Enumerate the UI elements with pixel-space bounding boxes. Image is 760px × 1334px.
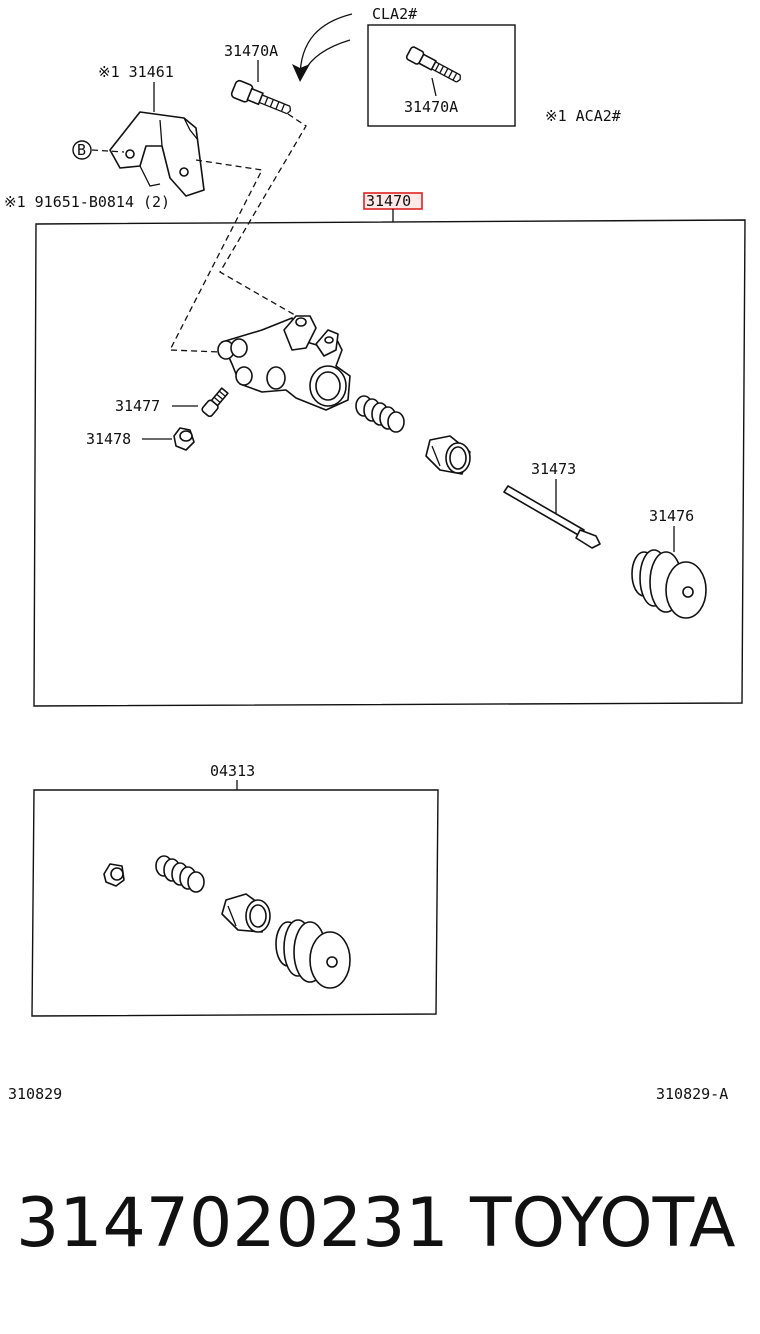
- label-31478: 31478: [86, 430, 131, 448]
- label-bracket-31461: ※1 31461: [98, 63, 174, 81]
- label-aca2: ※1 ACA2#: [545, 107, 621, 125]
- bracket-guide-dash: [168, 159, 263, 353]
- bleeder-cap-icon: [173, 427, 195, 451]
- inset-box: [367, 24, 516, 127]
- cylinder-body-icon: [217, 315, 351, 411]
- kit-boot-icon: [275, 919, 351, 989]
- marker-b-circle: [72, 140, 92, 160]
- kit-box: [31, 789, 439, 1017]
- footer-code-right: 310829-A: [656, 1085, 728, 1103]
- kit-cap-icon: [103, 863, 125, 887]
- marker-b: B: [77, 141, 86, 159]
- assembly-box: [33, 219, 746, 707]
- curved-arrow-body: [303, 39, 351, 73]
- label-31476: 31476: [649, 507, 694, 525]
- label-31473: 31473: [531, 460, 576, 478]
- push-rod-icon: [503, 485, 601, 549]
- kit-piston-icon: [221, 893, 271, 933]
- kit-spring-icon: [155, 855, 205, 893]
- caption-part-number: 3147020231: [16, 1184, 449, 1263]
- label-31477: 31477: [115, 397, 160, 415]
- footer-code-left: 310829: [8, 1085, 62, 1103]
- caption-brand: TOYOTA: [470, 1184, 736, 1263]
- curved-arrow: [299, 13, 353, 79]
- inset-leader: [431, 77, 437, 97]
- bracket-icon: [109, 111, 205, 197]
- label-assembly-31470: 31470: [366, 192, 411, 210]
- label-bolt-31470a: 31470A: [224, 42, 278, 60]
- label-kit-04313: 04313: [210, 762, 255, 780]
- inset-bolt-icon: [405, 46, 461, 83]
- bleeder-plug-icon: [201, 387, 229, 418]
- label-inset-31470a: 31470A: [404, 98, 458, 116]
- boot-icon: [631, 549, 707, 619]
- bolt-guide-dash: [219, 113, 307, 319]
- b-guide-dash: [91, 149, 125, 153]
- bolt-icon: [230, 79, 292, 115]
- label-bolt-91651: ※1 91651-B0814 (2): [4, 193, 170, 211]
- label-cla2: CLA2#: [372, 5, 417, 23]
- piston-icon: [425, 435, 471, 475]
- spring-icon: [355, 395, 405, 433]
